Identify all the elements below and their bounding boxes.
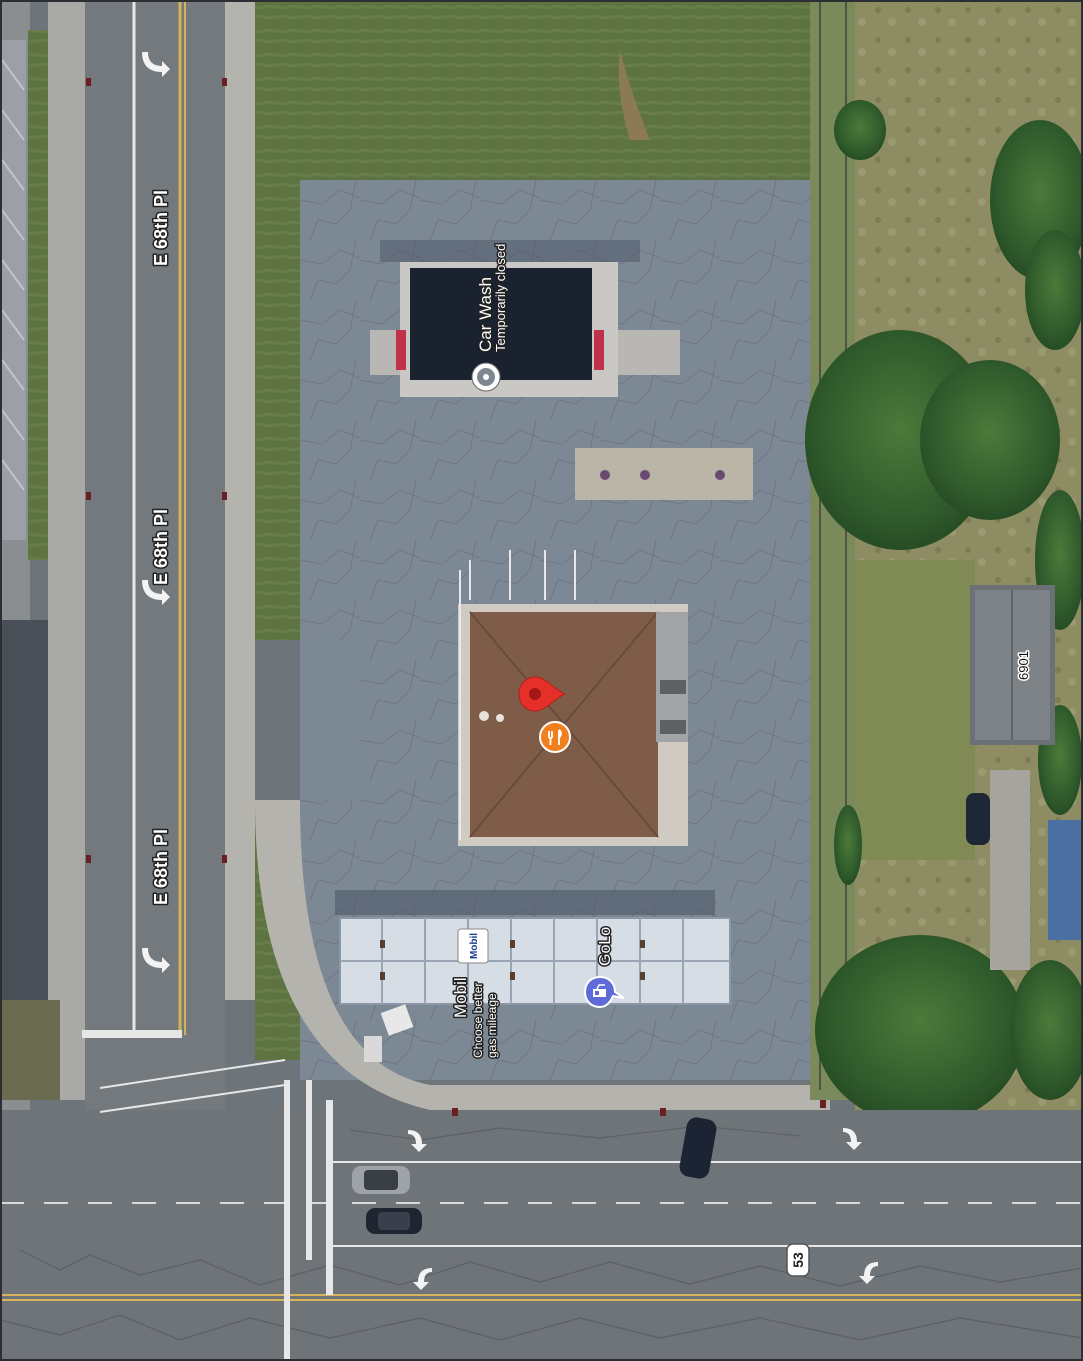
vehicles <box>352 1117 717 1234</box>
mobil-name[interactable]: Mobil <box>450 976 472 1020</box>
golo-name[interactable]: GoLo <box>596 925 616 967</box>
mobil-tagline-line1: Choose better <box>471 983 485 1058</box>
car-wash-name[interactable]: Car Wash <box>475 276 497 354</box>
car-wash-building <box>370 240 680 397</box>
street-label-3: E 68th Pl <box>151 829 171 905</box>
turn-arrows-bottom <box>408 1128 878 1290</box>
route-53-shield[interactable]: 53 <box>786 1243 810 1277</box>
restaurant-pin-icon[interactable] <box>539 721 571 753</box>
fuel-canopy <box>335 890 731 1005</box>
mobil-tagline-line2: gas mileage <box>485 993 499 1058</box>
street-label-1: E 68th Pl <box>151 190 171 266</box>
car-wash-pin-icon[interactable] <box>471 362 501 392</box>
street-label-2: E 68th Pl <box>151 509 171 585</box>
house-number-label: 6901 <box>1016 651 1031 680</box>
tree-canopy <box>805 100 1083 1125</box>
car-wash-status: Temporarily closed <box>493 244 508 352</box>
store-building <box>458 604 688 846</box>
route-shield-number: 53 <box>790 1252 806 1268</box>
house-6901 <box>970 585 1055 745</box>
mobil-logo-text: Mobil <box>469 933 480 959</box>
gas-station-pin-icon[interactable] <box>583 975 625 1009</box>
turn-arrows-left <box>142 52 170 973</box>
mobil-logo: Mobil <box>457 928 489 964</box>
location-pin-icon[interactable] <box>518 676 567 712</box>
